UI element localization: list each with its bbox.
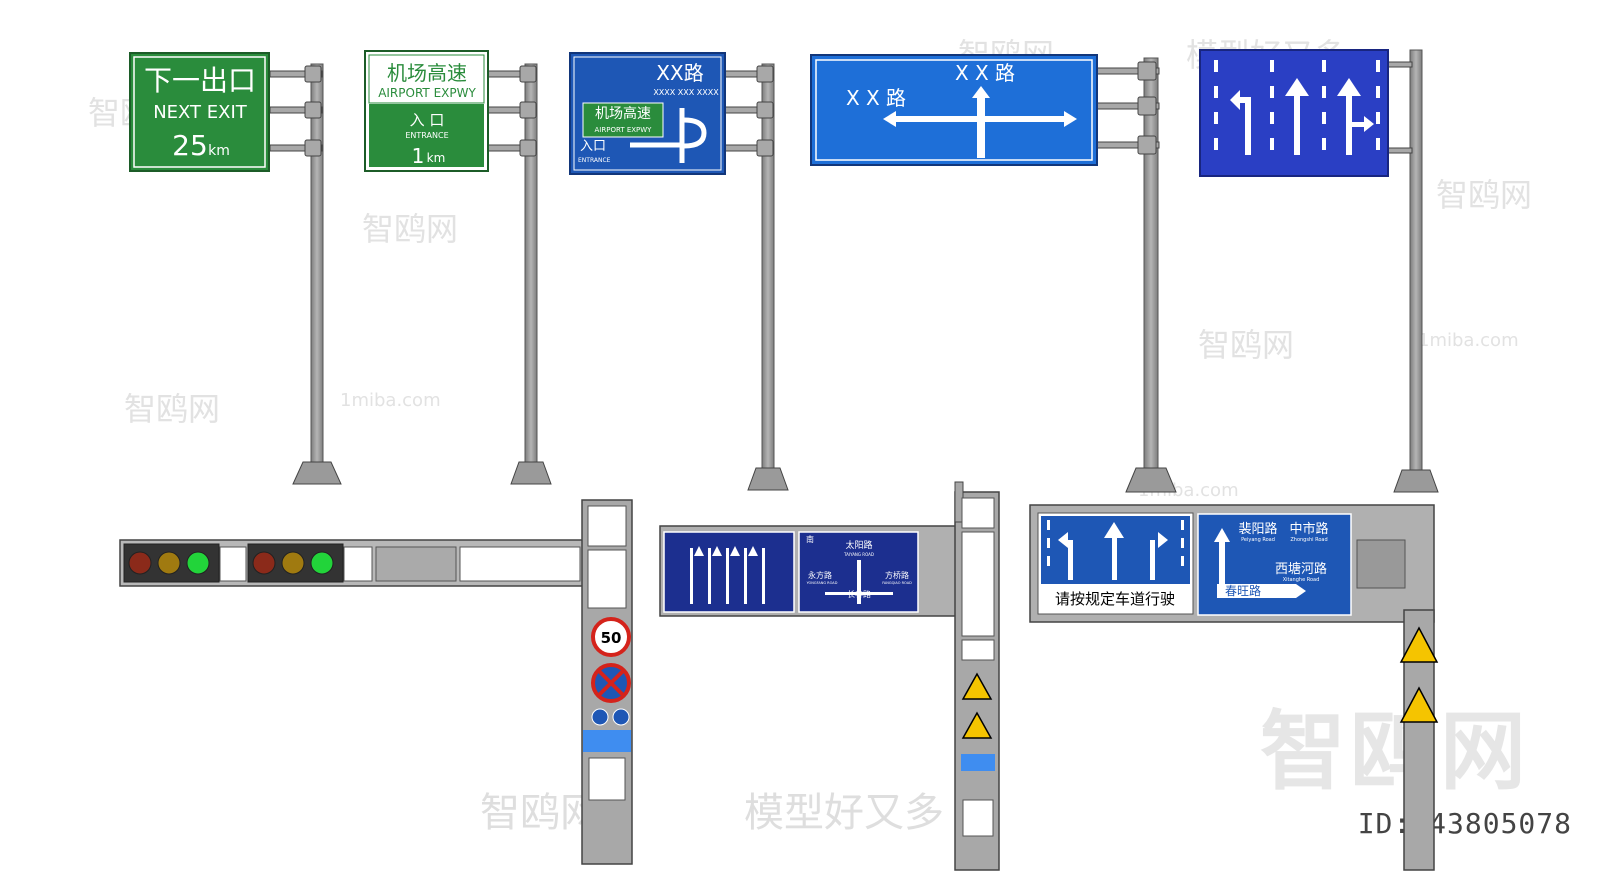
pole-base bbox=[747, 467, 789, 491]
xx-entrance-en: ENTRANCE bbox=[578, 157, 611, 164]
pole-brackets bbox=[487, 65, 537, 157]
road1-zh: 裴阳路 bbox=[1238, 521, 1277, 537]
amber-light-icon bbox=[281, 551, 305, 575]
junction-arrow-icon bbox=[825, 560, 893, 604]
red-light-icon bbox=[252, 551, 276, 575]
airport-distance: 1 bbox=[412, 144, 425, 168]
pole-brackets bbox=[1096, 61, 1160, 155]
pole-base bbox=[1125, 467, 1177, 493]
pedestrian-warning-icon bbox=[1399, 686, 1439, 723]
crossroad-arrow-icon bbox=[883, 86, 1077, 158]
pole-base bbox=[1393, 469, 1439, 493]
sign-lane-assembly bbox=[1199, 49, 1439, 493]
xx-entrance-box-en: AIRPORT EXPWY bbox=[595, 126, 653, 134]
sign-xx-road-entrance-assembly: XX路 XXXX XXX XXXX 机场高速 AIRPORT EXPWY 入口 … bbox=[569, 52, 789, 491]
airport-entrance-zh: 入 口 bbox=[410, 111, 445, 129]
watermark-big-brand: 智鸥网 bbox=[1260, 702, 1530, 802]
next-exit-en: NEXT EXIT bbox=[153, 102, 248, 123]
side-panel bbox=[1356, 539, 1406, 589]
pole bbox=[310, 63, 324, 485]
north-mark: 南 bbox=[806, 534, 814, 544]
airport-unit: km bbox=[427, 151, 446, 165]
pole bbox=[1409, 49, 1423, 491]
intersection-sign bbox=[810, 54, 1098, 166]
lane-road-gantry: 请按规定车道行驶 裴阳路 Peiyang Road 中市路 Zhongshi R… bbox=[1029, 504, 1439, 871]
pedestrian-warning-icon bbox=[961, 711, 993, 739]
speed-limit-icon bbox=[591, 617, 631, 657]
next-exit-sign bbox=[129, 52, 270, 172]
airport-entrance-en: ENTRANCE bbox=[405, 131, 448, 140]
road2-en: Zhongshi Road bbox=[1290, 537, 1327, 543]
lane-rule-text: 请按规定车道行驶 bbox=[1055, 590, 1175, 608]
intersection-top-road: X X 路 bbox=[955, 61, 1015, 85]
straight-right-arrow-icon bbox=[1337, 78, 1374, 155]
crossroad-warning-icon bbox=[961, 672, 993, 700]
road4-zh: 春旺路 bbox=[1225, 583, 1261, 598]
left-turn-arrow-icon bbox=[1230, 90, 1251, 155]
road2-zh: 中市路 bbox=[1289, 521, 1328, 537]
pole-base bbox=[292, 461, 342, 485]
junction-top-road: 太阳路 bbox=[845, 539, 872, 551]
lane-dividers bbox=[1214, 60, 1380, 150]
pole bbox=[524, 63, 538, 485]
green-light-icon bbox=[310, 551, 334, 575]
watermark-id: ID:843805078 bbox=[1357, 807, 1572, 840]
junction-left-road-en: YONGFANG ROAD bbox=[807, 581, 838, 585]
traffic-light-gantry: 50 bbox=[119, 499, 633, 865]
road3-zh: 西塘河路 bbox=[1275, 561, 1327, 577]
green-light-icon bbox=[186, 551, 210, 575]
next-exit-unit: km bbox=[208, 143, 230, 159]
road-direction-gantry: 南 太阳路 TAIYANG ROAD 永方路 YONGFANG ROAD 方桥路… bbox=[659, 481, 1000, 871]
pole-brackets bbox=[269, 65, 323, 157]
road1-en: Peiyang Road bbox=[1241, 537, 1275, 543]
amber-light-icon bbox=[157, 551, 181, 575]
junction-bottom-road: 长春路 bbox=[847, 589, 871, 599]
lane-guide-arrows-icon bbox=[690, 546, 765, 604]
junction-top-road-en: TAIYANG ROAD bbox=[843, 552, 874, 557]
crossroad-warning-icon bbox=[1399, 626, 1439, 663]
red-light-icon bbox=[128, 551, 152, 575]
next-exit-zh: 下一出口 bbox=[144, 64, 256, 97]
speed-limit-value: 50 bbox=[601, 629, 622, 647]
xx-road-name: XX路 bbox=[656, 61, 703, 85]
sign-next-exit-assembly: 下一出口 NEXT EXIT 25 km bbox=[129, 52, 342, 485]
pole bbox=[1143, 57, 1159, 491]
sign-airport-assembly: 机场高速 AIRPORT EXPWY 入 口 ENTRANCE 1 km bbox=[364, 50, 552, 485]
xx-entrance-zh: 入口 bbox=[580, 139, 606, 154]
straight-arrow-icon bbox=[1285, 78, 1309, 155]
junction-left-road: 永方路 bbox=[808, 570, 832, 580]
blue-panel bbox=[961, 754, 995, 771]
junction-right-road: 方桥路 bbox=[885, 570, 909, 580]
pole-brackets bbox=[724, 65, 774, 157]
lane-rule-arrows-icon bbox=[1047, 520, 1184, 580]
road3-en: Xitanghe Road bbox=[1283, 577, 1320, 583]
xx-entrance-box-zh: 机场高速 bbox=[595, 105, 651, 122]
junction-right-road-en: FANGQIAO ROAD bbox=[882, 581, 912, 585]
entrance-arrow-icon bbox=[630, 108, 707, 163]
road-guide-arrow-icon bbox=[1214, 528, 1306, 598]
airport-zh: 机场高速 bbox=[387, 61, 467, 85]
bicycle-lane-icon bbox=[612, 708, 630, 726]
intersection-left-road: X X 路 bbox=[846, 86, 906, 110]
next-exit-distance: 25 bbox=[172, 129, 208, 162]
blue-panel bbox=[583, 730, 631, 752]
bus-lane-icon bbox=[591, 708, 609, 726]
xx-road-en: XXXX XXX XXXX bbox=[653, 88, 719, 97]
sign-intersection-assembly: X X 路 X X 路 bbox=[810, 54, 1177, 493]
pole-base bbox=[510, 461, 552, 485]
pole bbox=[761, 63, 775, 490]
airport-en: AIRPORT EXPWY bbox=[378, 86, 476, 100]
